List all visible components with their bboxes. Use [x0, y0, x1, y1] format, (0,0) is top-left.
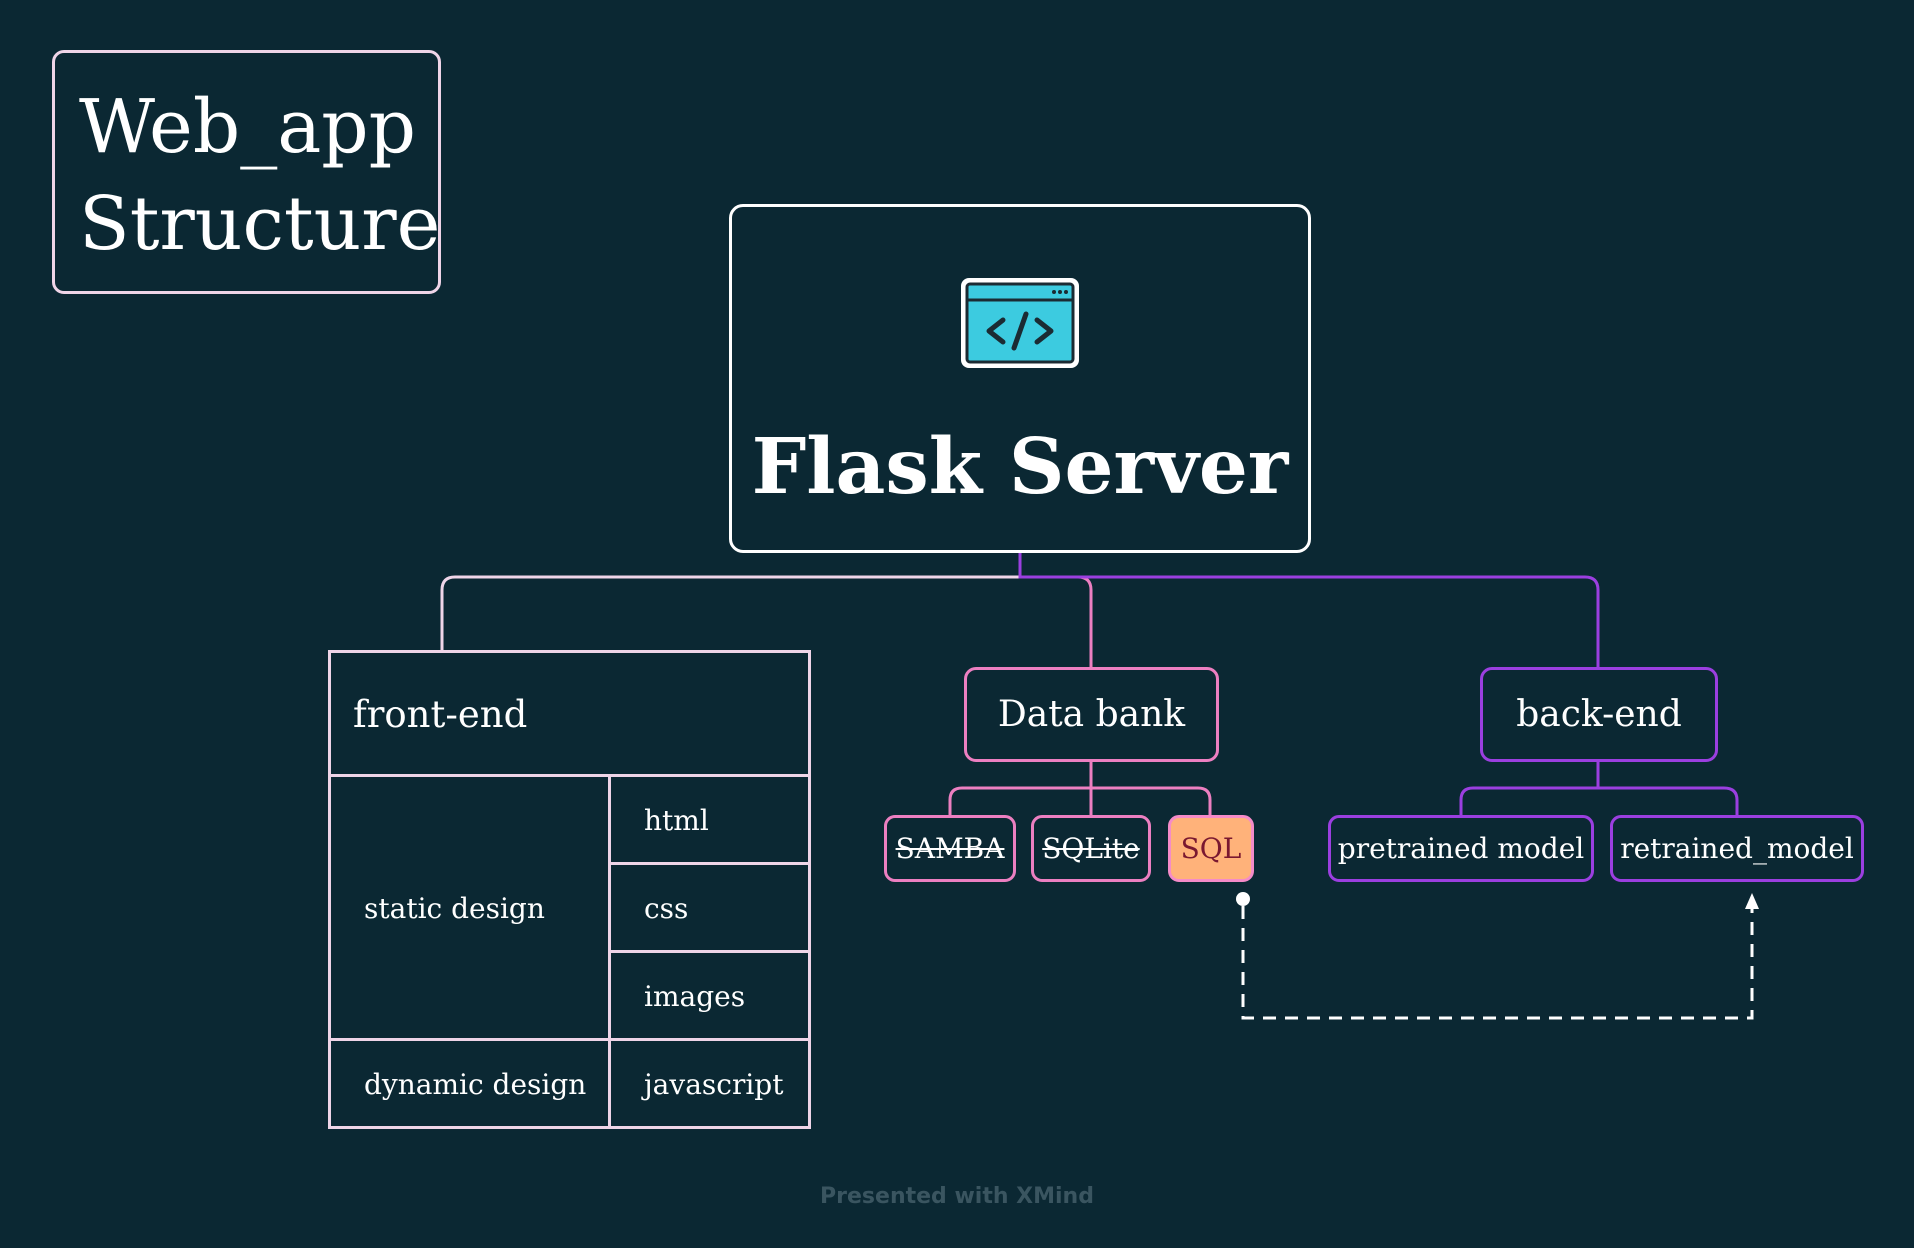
static-design-label[interactable]: static design — [364, 892, 545, 925]
sqlite-option[interactable]: SQLite — [1031, 815, 1151, 882]
relationship-start-dot — [1236, 892, 1250, 906]
html-item[interactable]: html — [644, 804, 709, 837]
backend-node[interactable]: back-end — [1480, 667, 1718, 762]
relationship-arrowhead — [1745, 893, 1759, 909]
images-item[interactable]: images — [644, 980, 746, 1013]
sql-option[interactable]: SQL — [1168, 815, 1254, 882]
link-databank-children — [948, 762, 1212, 815]
code-window-icon — [961, 278, 1079, 368]
frontend-row-divider — [608, 950, 808, 953]
title-line-2: Structure — [79, 181, 441, 267]
link-backend-children — [1459, 762, 1739, 815]
frontend-label: front-end — [353, 693, 528, 736]
frontend-row-divider — [608, 862, 808, 865]
samba-option[interactable]: SAMBA — [884, 815, 1016, 882]
root-node-flask-server[interactable]: Flask Server — [729, 204, 1311, 553]
frontend-row-divider — [331, 1038, 808, 1041]
link-root-backend — [1018, 553, 1600, 667]
frontend-header-divider — [331, 774, 808, 777]
title-box[interactable]: Web_app Structure — [52, 50, 441, 294]
root-node-label: Flask Server — [751, 422, 1289, 512]
title-line-1: Web_app — [79, 84, 417, 170]
link-root-frontend — [440, 553, 1022, 650]
javascript-item[interactable]: javascript — [644, 1068, 784, 1101]
css-item[interactable]: css — [644, 892, 689, 925]
link-root-databank — [1020, 575, 1093, 667]
databank-node[interactable]: Data bank — [964, 667, 1219, 762]
pretrained-model-node[interactable]: pretrained model — [1328, 815, 1594, 882]
frontend-node[interactable]: front-end static design html css images … — [328, 650, 811, 1129]
retrained-model-node[interactable]: retrained_model — [1610, 815, 1864, 882]
relationship-dashed-line — [1241, 906, 1754, 1020]
footer-watermark: Presented with XMind — [820, 1184, 1094, 1209]
dynamic-design-label[interactable]: dynamic design — [364, 1068, 587, 1101]
